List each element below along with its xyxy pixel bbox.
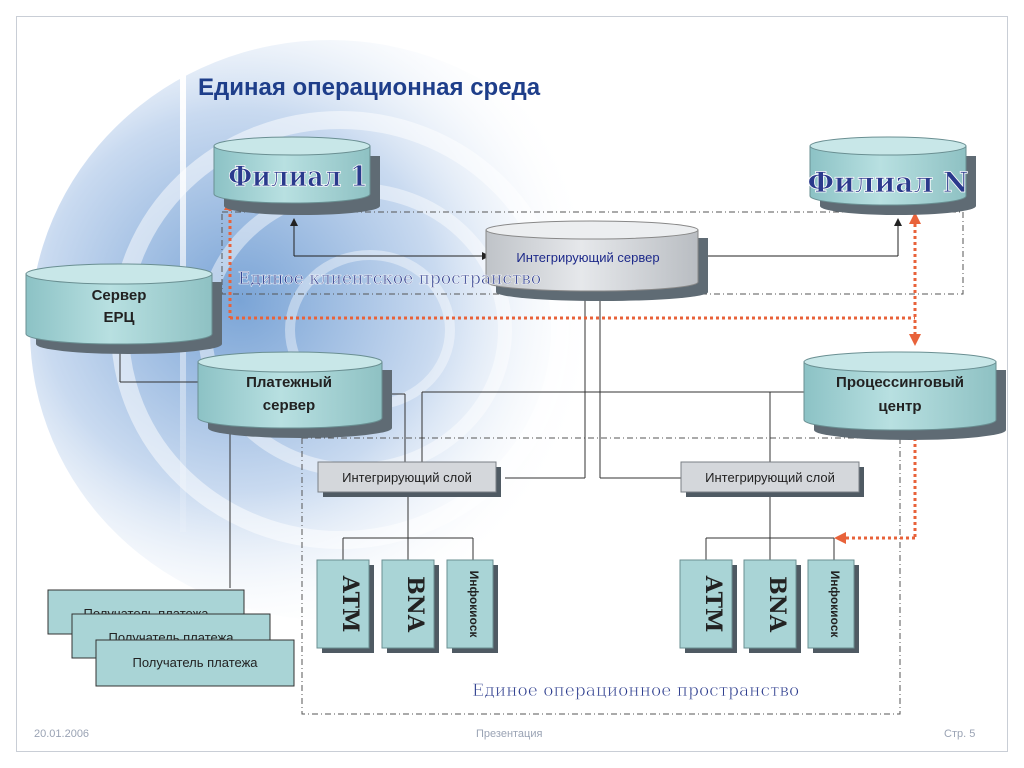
recipients-stack: Получатель платежа Получатель платежа По… [47,589,295,687]
slide-title: Единая операционная среда [198,74,541,101]
erc-server-cylinder: Сервер ЕРЦ [25,263,222,354]
footer-page: Стр. 5 [944,728,976,740]
operational-space-label: Единое операционное пространство [472,681,799,701]
footer-center: Презентация [476,728,543,740]
dotted-links [228,208,917,540]
integration-layer-left: Интегрирующий слой [317,461,501,497]
recipient-label-3: Получатель платежа [132,655,258,670]
payment-server-label-line1: Платежный [246,374,332,391]
client-space-label: Единое клиентское пространство [238,269,541,289]
erc-server-label-line1: Сервер [92,287,147,304]
branch-last-cylinder: Филиал N [807,136,976,215]
processing-center-label-line2: центр [878,398,921,415]
operational-space-box [301,437,901,715]
dotted-arrowhead-processing [909,334,921,346]
integration-layer-left-label: Интегрирующий слой [342,470,472,485]
processing-center-label-line1: Процессинговый [836,374,964,391]
integration-server-cylinder: Интегрирующий сервер [485,220,708,301]
payment-server-cylinder: Платежный сервер [197,351,392,438]
dotted-arrowhead-devices [834,532,846,544]
dotted-arrowhead-branchN [909,212,921,224]
footer-date: 20.01.2006 [34,728,90,740]
device-atm-right: ATM [700,575,726,633]
device-bna-left: BNA [402,576,428,633]
device-kiosk-right: Инфокиоск [828,571,842,639]
device-kiosk-left: Инфокиоск [467,571,481,639]
device-group-right: ATM BNA Инфокиоск [679,559,859,653]
client-space-box [221,211,964,295]
branch-first-label: Филиал 1 [228,161,367,194]
connector-lines [119,288,835,588]
integration-layer-right-label: Интегрирующий слой [705,470,835,485]
branch-last-label: Филиал N [807,166,968,199]
erc-server-label-line2: ЕРЦ [104,309,135,326]
integration-server-label: Интегрирующий сервер [516,250,659,265]
device-atm-left: ATM [337,575,363,633]
processing-center-cylinder: Процессинговый центр [803,351,1006,440]
slide-frame [16,16,1008,752]
device-bna-right: BNA [764,576,790,633]
branch-first-cylinder: Филиал 1 [213,136,380,215]
integration-layer-right: Интегрирующий слой [680,461,864,497]
payment-server-label-line2: сервер [263,397,315,414]
branch-arrows [290,218,902,260]
device-group-left: ATM BNA Инфокиоск [316,559,498,653]
